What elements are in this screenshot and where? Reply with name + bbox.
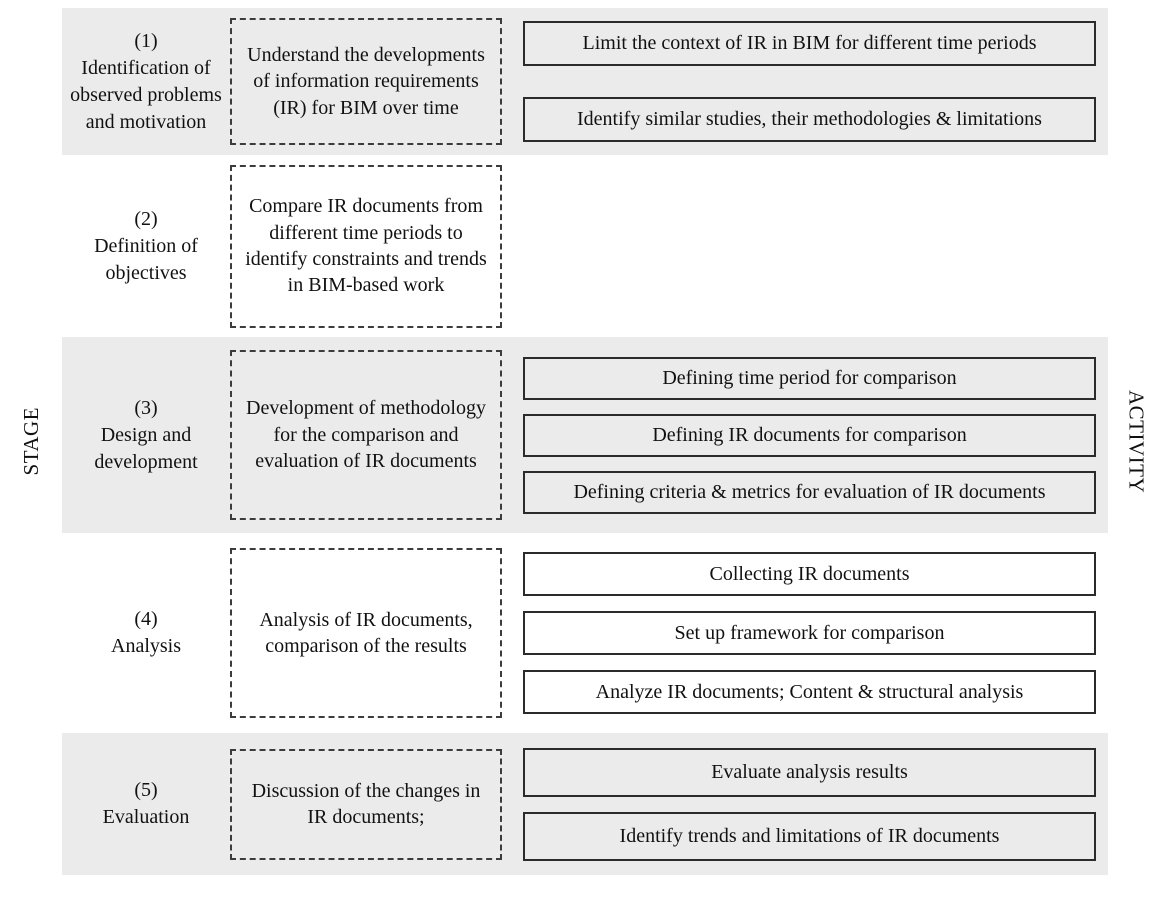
stage-name: Design and development — [94, 423, 198, 473]
stage-number: (2) — [134, 207, 158, 230]
activity-box: Collecting IR documents — [523, 552, 1096, 596]
activity-box: Set up framework for comparison — [523, 611, 1096, 655]
activity-box: Evaluate analysis results — [523, 747, 1096, 797]
stage-row: (5) Evaluation Discussion of the changes… — [62, 733, 1108, 875]
stage-row: (2) Definition of objectives Compare IR … — [62, 155, 1108, 337]
stage-label: (5) Evaluation — [62, 777, 230, 831]
stage-number: (5) — [134, 779, 158, 801]
objective-box: Compare IR documents from different time… — [230, 164, 502, 328]
stage-name: Definition of objectives — [94, 234, 198, 284]
stage-number: (4) — [134, 608, 158, 630]
activity-axis-label: ACTIVITY — [1124, 389, 1149, 494]
activity-box: Limit the context of IR in BIM for diffe… — [523, 21, 1096, 66]
objective-box: Analysis of IR documents, comparison of … — [230, 548, 502, 718]
activity-box: Identify similar studies, their methodol… — [523, 97, 1096, 142]
stage-number: (1) — [134, 29, 158, 52]
stage-name: Evaluation — [102, 806, 190, 828]
activity-axis: ACTIVITY — [1108, 8, 1164, 875]
objective-box: Discussion of the changes in IR document… — [230, 748, 502, 860]
stage-label: (1) Identification of observed problems … — [62, 28, 230, 136]
activity-box: Identify trends and limitations of IR do… — [523, 811, 1096, 861]
activity-box: Defining IR documents for comparison — [523, 413, 1096, 457]
objective-box: Understand the developments of informati… — [230, 18, 502, 145]
stage-axis: STAGE — [0, 8, 62, 875]
stage-name: Identification of observed problems and … — [70, 56, 222, 133]
activity-box: Defining time period for comparison — [523, 356, 1096, 400]
methodology-figure: STAGE (1) Identification of observed pro… — [0, 8, 1164, 875]
stage-row: (1) Identification of observed problems … — [62, 8, 1108, 155]
stage-row: (4) Analysis Analysis of IR documents, c… — [62, 533, 1108, 733]
activities-column: Limit the context of IR in BIM for diffe… — [523, 21, 1096, 142]
activity-box: Defining criteria & metrics for evaluati… — [523, 470, 1096, 514]
stage-row: (3) Design and development Development o… — [62, 337, 1108, 533]
stage-label: (2) Definition of objectives — [62, 206, 230, 287]
objective-box: Development of methodology for the compa… — [230, 350, 502, 520]
stage-name: Analysis — [111, 635, 181, 657]
stage-label: (4) Analysis — [62, 606, 230, 660]
stage-number: (3) — [134, 396, 158, 419]
activity-box: Analyze IR documents; Content & structur… — [523, 670, 1096, 714]
stage-axis-label: STAGE — [18, 407, 43, 476]
stage-rows-container: (1) Identification of observed problems … — [62, 8, 1108, 875]
stage-label: (3) Design and development — [62, 395, 230, 476]
